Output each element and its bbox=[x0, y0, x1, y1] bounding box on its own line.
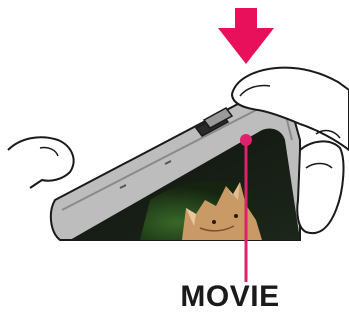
left-thumb bbox=[8, 137, 74, 188]
movie-label: MOVIE bbox=[150, 280, 310, 314]
press-arrow-icon bbox=[218, 8, 274, 64]
